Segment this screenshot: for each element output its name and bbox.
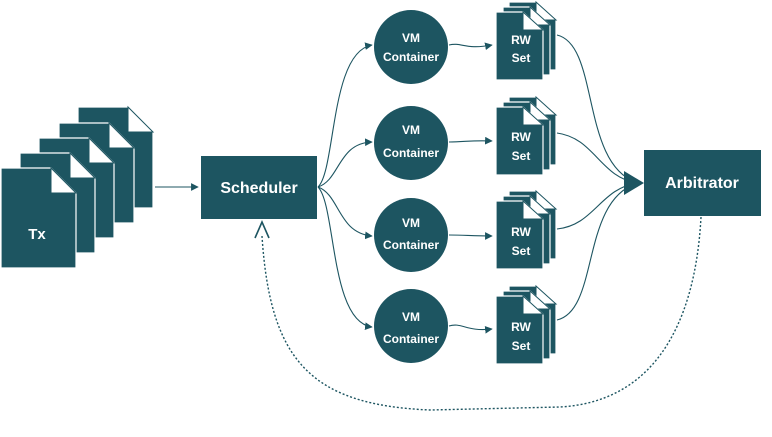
vm-container-4-line2: Container: [383, 332, 439, 346]
rwset4-to-arbitrator-arrow: [556, 182, 639, 321]
scheduler-to-vm2-arrow: [317, 138, 373, 188]
vm-container-1-line1: VM: [402, 31, 420, 45]
scheduler-to-vm4-arrow: [317, 186, 373, 330]
rwset-to-arbitrator-arrows: [556, 34, 644, 321]
arbitrator-box: Arbitrator: [644, 150, 761, 216]
arbitrator-input-arrowhead: [624, 171, 644, 195]
tx-label: Tx: [28, 226, 46, 243]
vm-container-3-line1: VM: [402, 216, 420, 230]
vm-container-3-line2: Container: [383, 238, 439, 252]
rwset1-to-arbitrator-arrow: [556, 34, 639, 184]
rw-set-1-line1: RW: [511, 33, 531, 47]
arbitrator-to-scheduler-feedback-arrow: [261, 216, 702, 411]
tx-document-stack: Tx: [0, 105, 155, 269]
vm-to-rwset-arrows: [448, 42, 493, 334]
vm1-to-rwset1-arrow: [448, 42, 493, 51]
vm-container-1: VM Container: [374, 10, 448, 84]
feedback-arrowhead: [254, 220, 270, 239]
arbitrator-label: Arbitrator: [665, 175, 739, 192]
vm-container-2-line2: Container: [383, 146, 439, 160]
rw-set-2-line2: Set: [512, 149, 531, 163]
scheduler-to-vm1-arrow: [317, 42, 373, 188]
vm-container-2: VM Container: [374, 106, 448, 180]
scheduler-label: Scheduler: [220, 180, 297, 197]
vm4-to-rwset4-arrow: [448, 324, 493, 334]
vm-container-4: VM Container: [374, 289, 448, 363]
rw-set-3-line1: RW: [511, 225, 531, 239]
rw-set-4: RW Set: [495, 284, 558, 365]
scheduler-to-vm3-arrow: [317, 186, 373, 240]
rw-set-2-line1: RW: [511, 130, 531, 144]
vm-container-4-line1: VM: [402, 310, 420, 324]
vm3-to-rwset3-arrow: [448, 232, 493, 240]
vm-container-3: VM Container: [374, 198, 448, 272]
tx-document-1: [0, 166, 78, 269]
scheduler-box: Scheduler: [201, 156, 317, 219]
rw-set-4-line1: RW: [511, 320, 531, 334]
rw-set-2: RW Set: [495, 95, 558, 176]
vm2-to-rwset2-arrow: [448, 136, 493, 145]
vm-container-2-line1: VM: [402, 123, 420, 137]
scheduler-fanout-arrows: [317, 42, 373, 330]
rw-set-3: RW Set: [495, 189, 558, 270]
rw-set-1: RW Set: [495, 0, 558, 81]
rw-set-1-line2: Set: [512, 51, 531, 65]
rw-set-3-line2: Set: [512, 244, 531, 258]
rw-set-4-line2: Set: [512, 339, 531, 353]
vm-container-1-line2: Container: [383, 50, 439, 64]
